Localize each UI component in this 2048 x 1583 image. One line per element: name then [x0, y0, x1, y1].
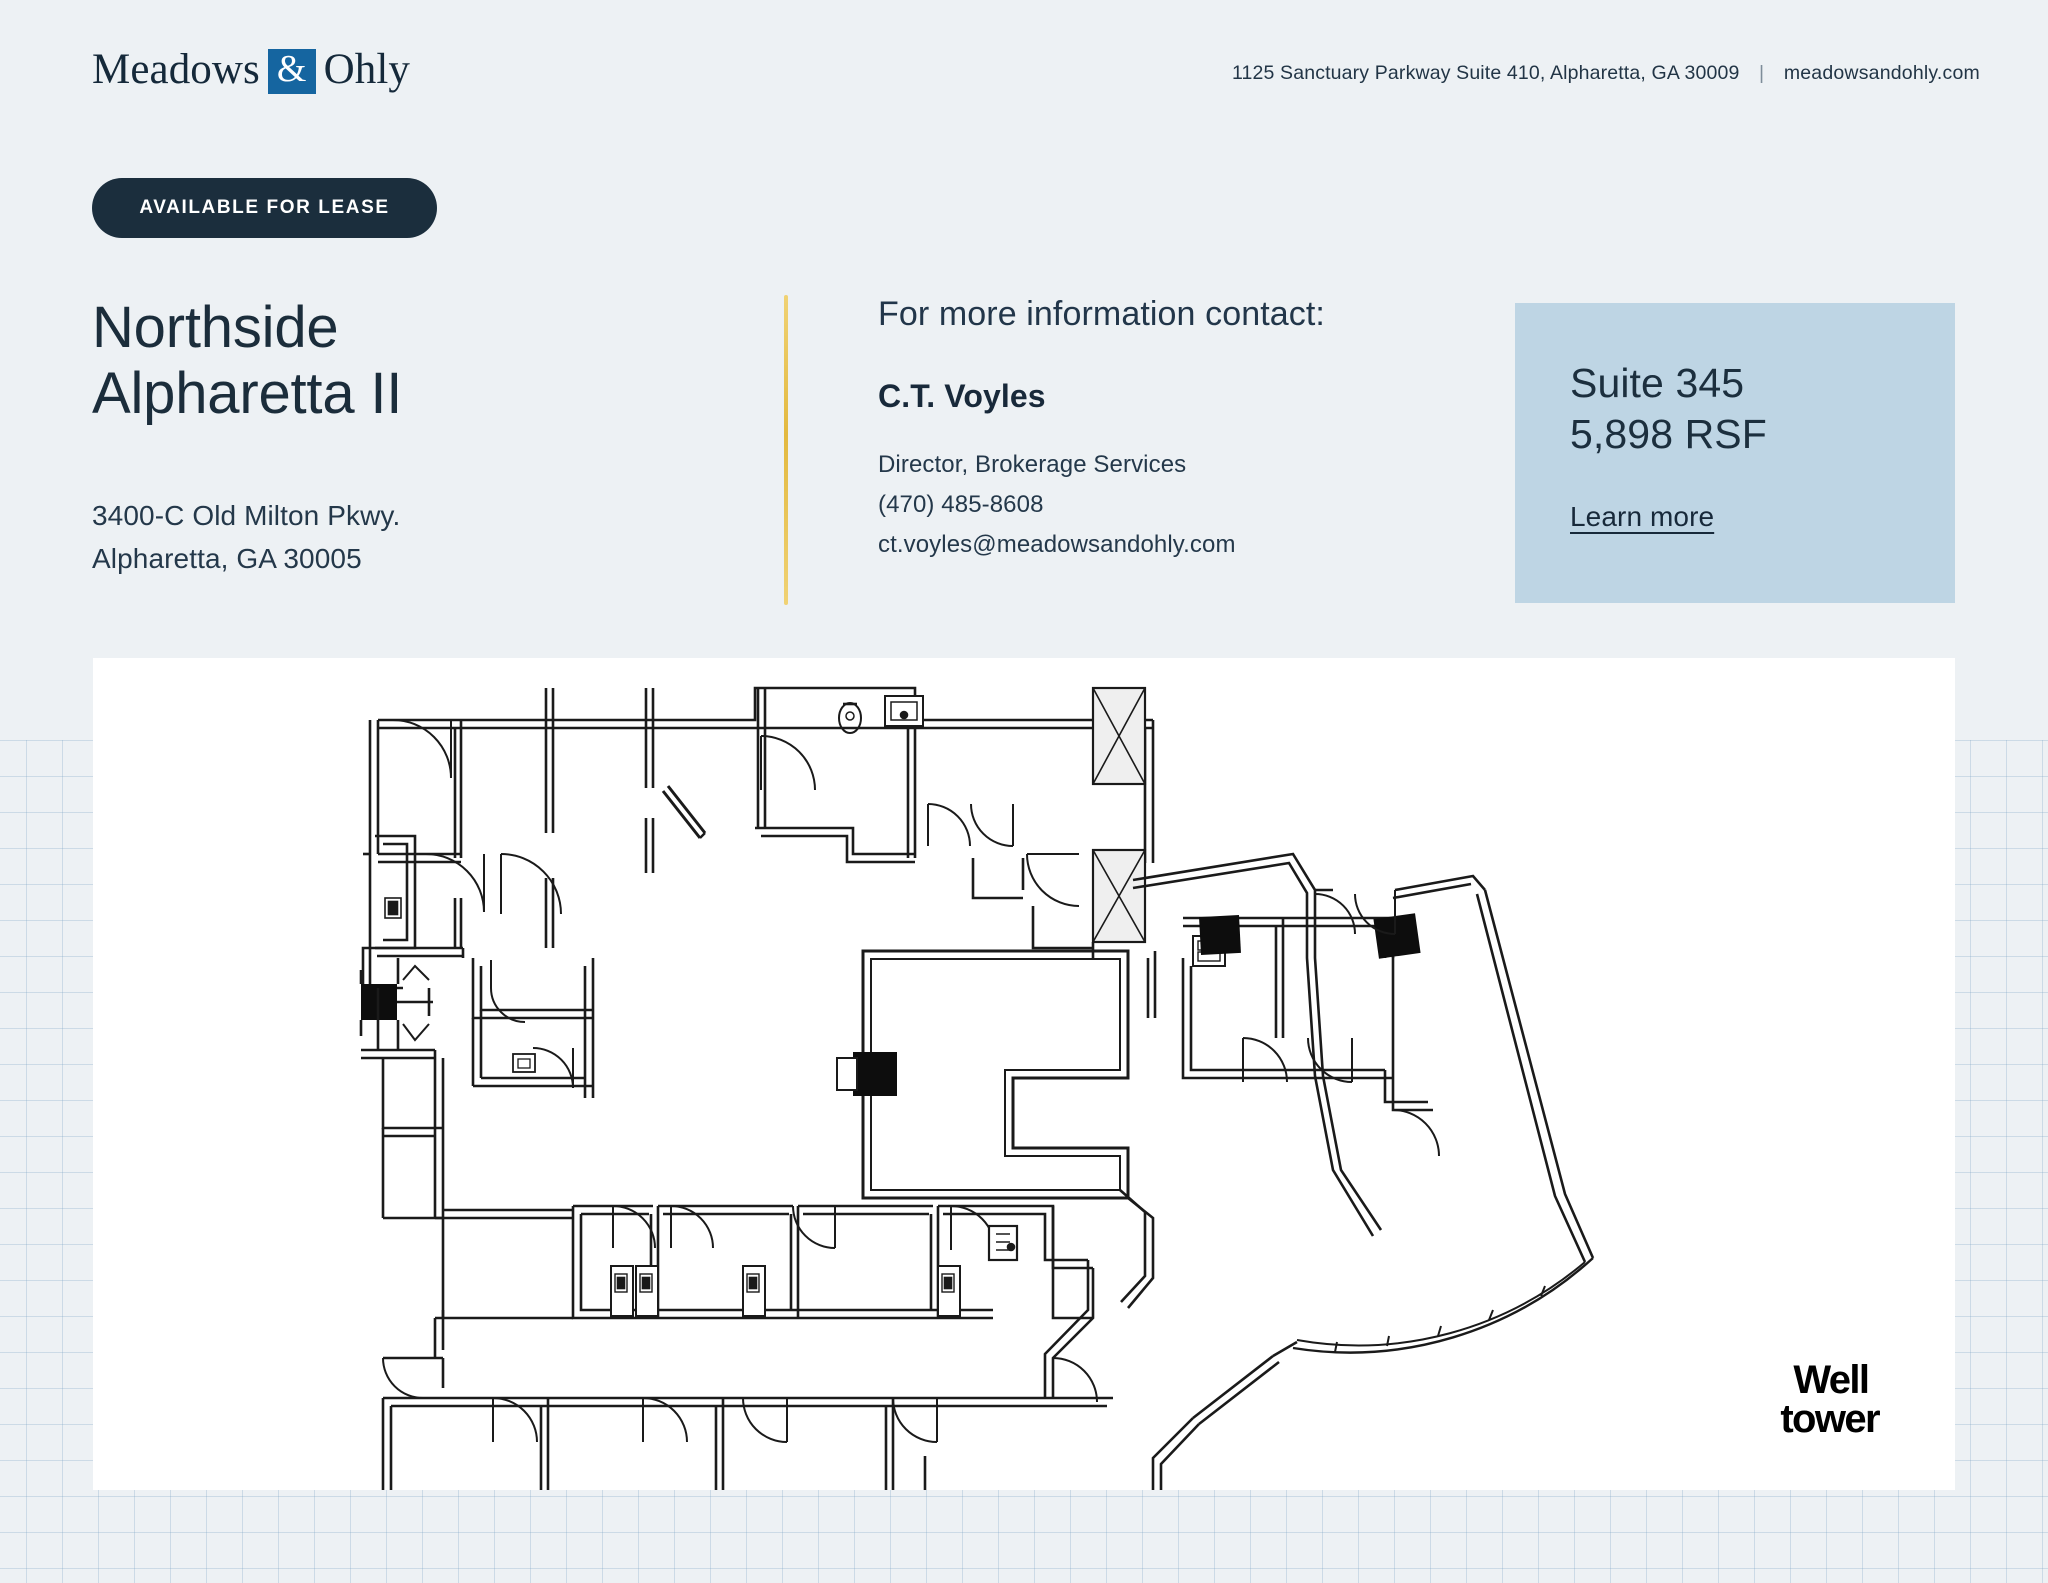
status-badge-available-for-lease: AVAILABLE FOR LEASE — [92, 178, 437, 238]
header-contact-info: 1125 Sanctuary Parkway Suite 410, Alphar… — [1232, 62, 1980, 85]
property-address-line2: Alpharetta, GA 30005 — [92, 542, 362, 574]
contact-name: C.T. Voyles — [878, 378, 1046, 414]
contact-email[interactable]: ct.voyles@meadowsandohly.com — [878, 530, 1236, 558]
header-office-address: 1125 Sanctuary Parkway Suite 410, Alphar… — [1231, 62, 1740, 84]
property-name-line2: Alpharetta II — [92, 361, 403, 427]
contact-title: Director, Brokerage Services — [878, 451, 1187, 478]
suite-number: Suite 345 — [1570, 360, 1745, 406]
suite-details: Suite 345 5,898 RSF — [1570, 358, 1767, 461]
suite-info-card: Suite 345 5,898 RSF Learn more — [1515, 303, 1955, 603]
logo-word-meadows: Meadows — [92, 46, 260, 93]
welltower-line1: Well — [1793, 1358, 1870, 1403]
vertical-divider — [784, 295, 788, 605]
property-address-line1: 3400-C Old Milton Pkwy. — [92, 500, 401, 531]
page-title: Northside Alpharetta II — [92, 295, 732, 427]
status-badge-label: AVAILABLE FOR LEASE — [139, 197, 390, 218]
floorplan-drawing — [359, 686, 1595, 1490]
property-address: 3400-C Old Milton Pkwy. Alpharetta, GA 3… — [92, 495, 732, 580]
contact-block: For more information contact: C.T. Voyle… — [878, 295, 1478, 564]
welltower-line2: tower — [1780, 1396, 1880, 1441]
contact-phone[interactable]: (470) 485-8608 — [878, 490, 1044, 518]
header-website-link[interactable]: meadowsandohly.com — [1783, 62, 1980, 84]
header-separator: | — [1759, 62, 1765, 84]
contact-details: Director, Brokerage Services (470) 485-8… — [878, 445, 1478, 564]
property-name-line1: Northside — [92, 295, 339, 360]
meadows-ohly-logo[interactable]: Meadows & Ohly — [92, 45, 410, 96]
learn-more-link[interactable]: Learn more — [1570, 501, 1715, 532]
welltower-logo: Well tower — [1780, 1358, 1880, 1439]
logo-ampersand-icon: & — [267, 49, 316, 94]
suite-size: 5,898 RSF — [1570, 411, 1767, 458]
contact-heading: For more information contact: — [878, 295, 1325, 333]
floorplan-card: Well tower — [93, 658, 1955, 1490]
page-header: Meadows & Ohly 1125 Sanctuary Parkway Su… — [0, 0, 2048, 140]
logo-word-ohly: Ohly — [323, 46, 410, 93]
